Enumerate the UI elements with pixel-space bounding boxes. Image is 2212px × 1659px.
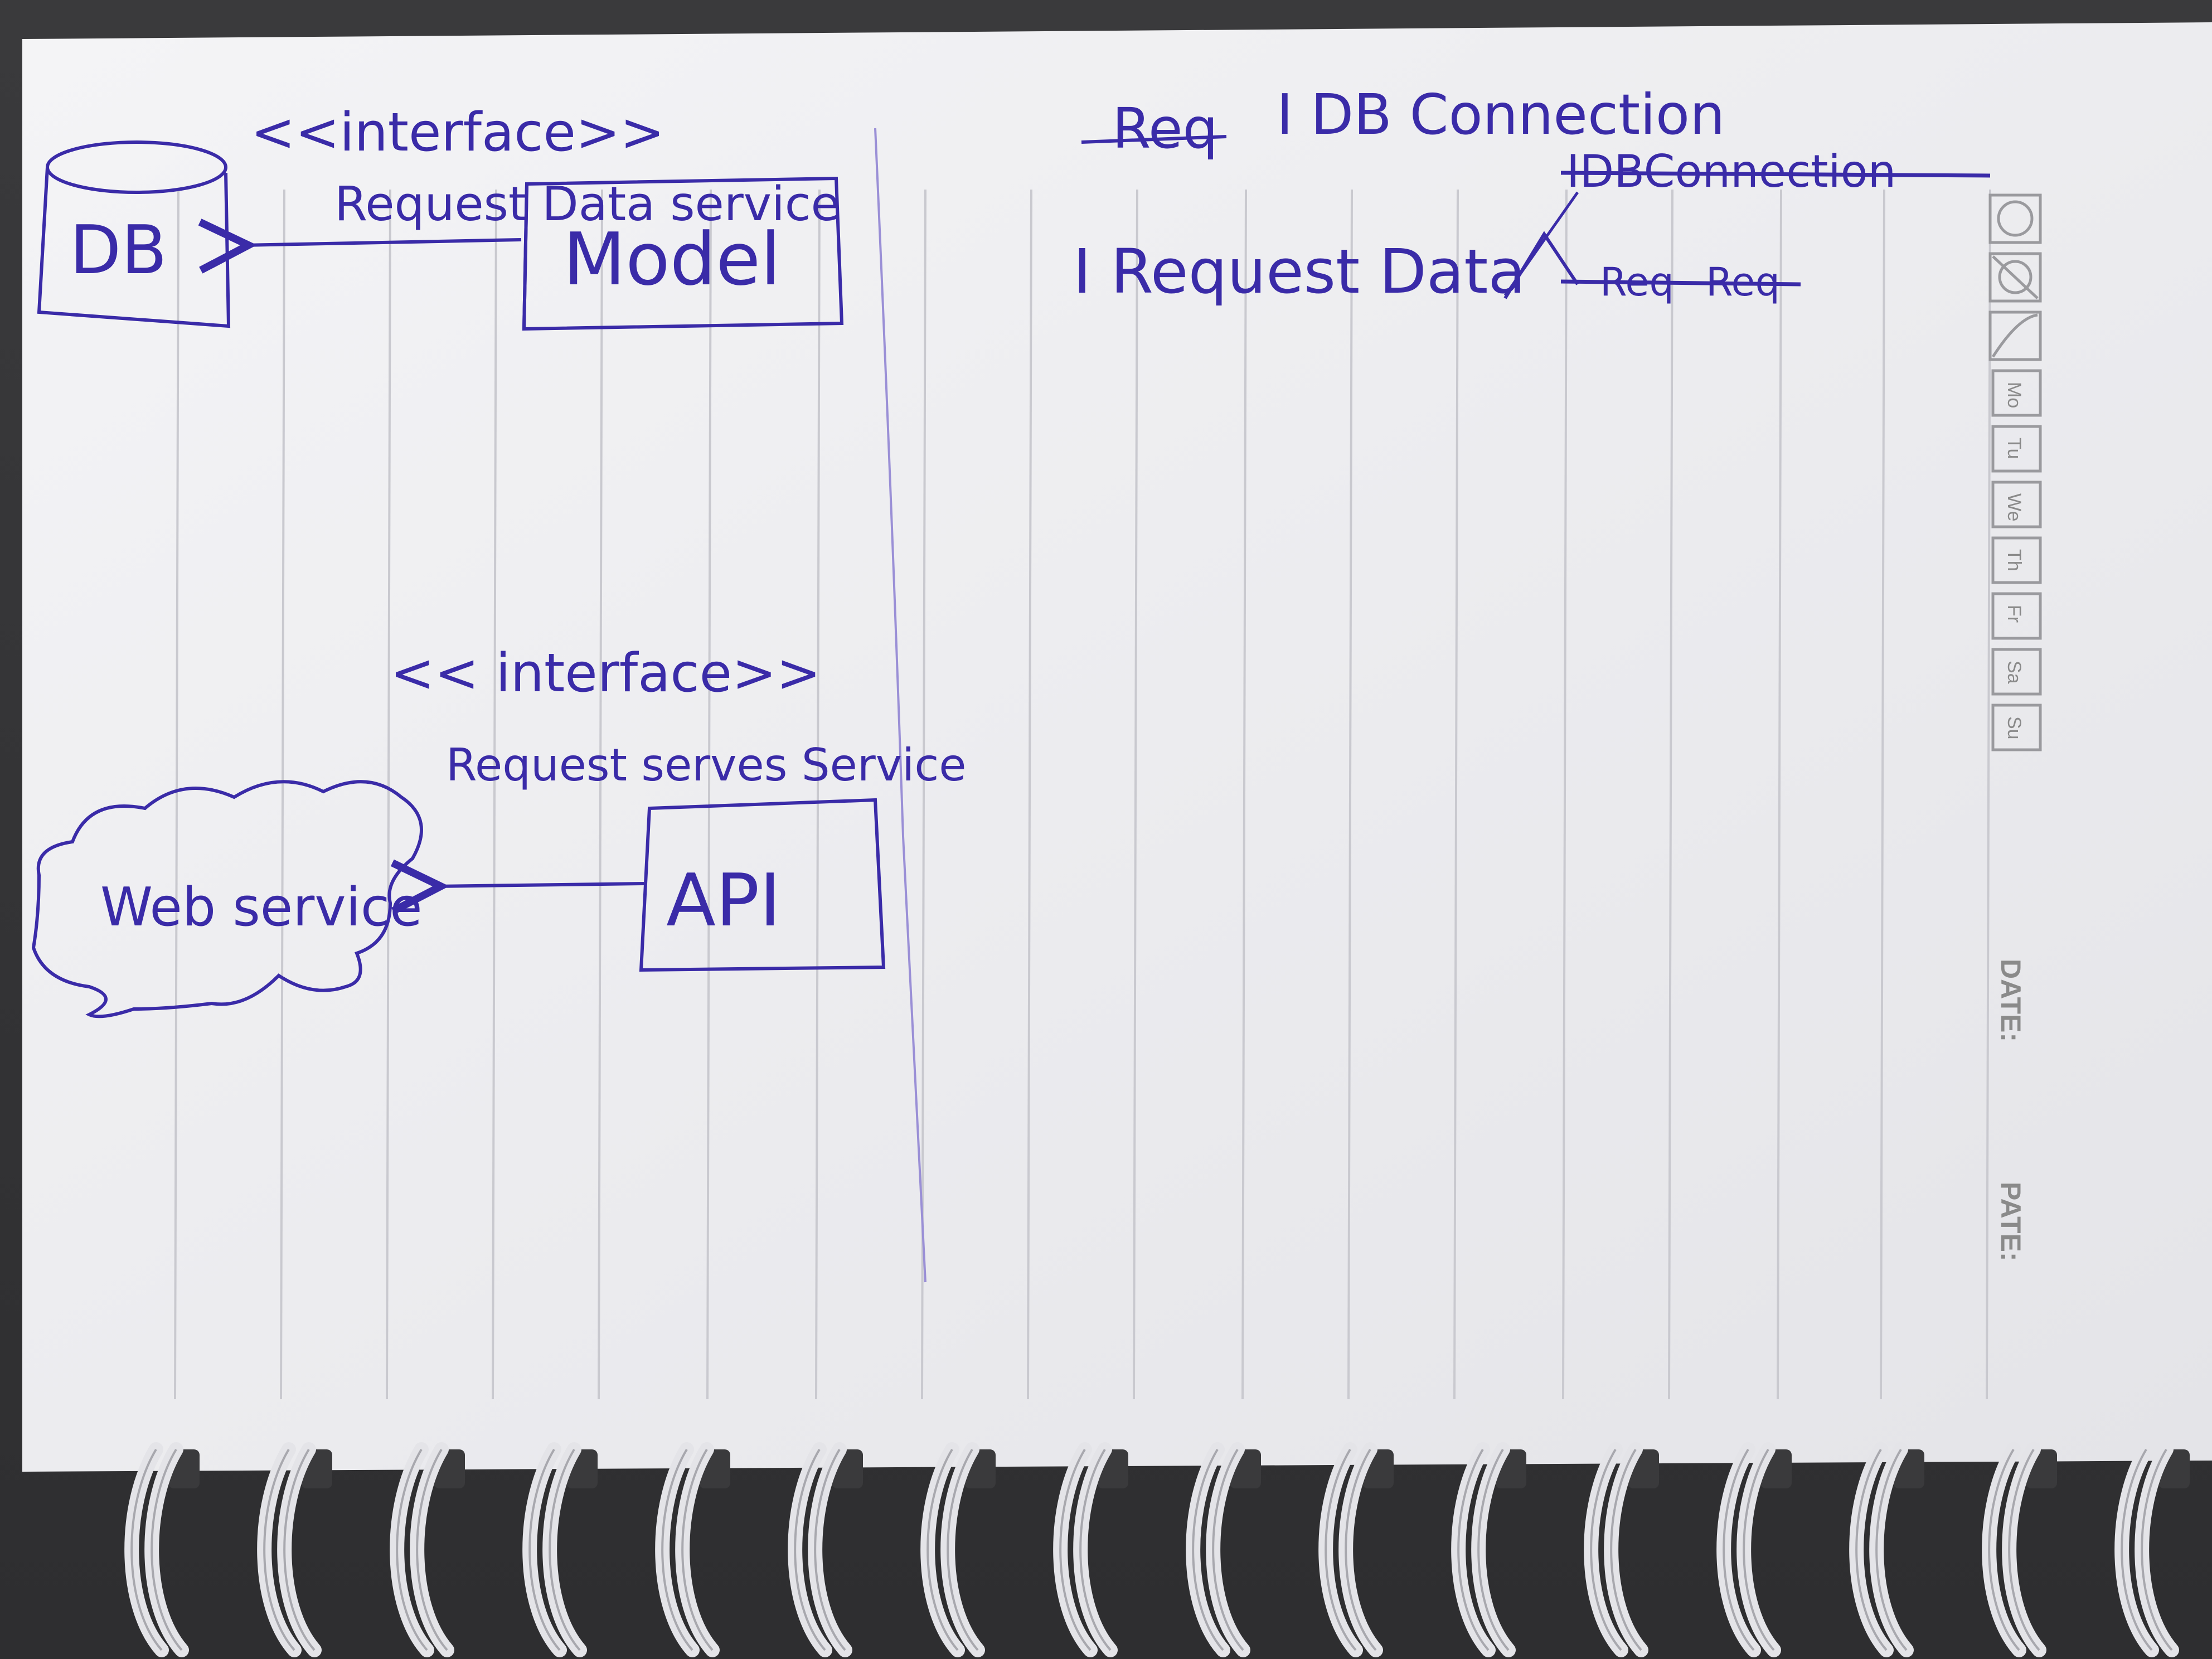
sidebar-checkboxes	[1988, 193, 2042, 361]
day-box	[1991, 369, 2042, 417]
paper-sheet	[22, 22, 2212, 1472]
note-irequest-data: I Request Data	[1073, 236, 1526, 307]
ruled-line	[1133, 189, 1138, 1400]
ruled-line	[1027, 189, 1032, 1400]
ruled-line	[1347, 189, 1353, 1400]
note-struck-req: Req	[1112, 96, 1218, 161]
day-label: Sa	[2004, 661, 2025, 684]
spiral-ring	[2114, 1442, 2190, 1657]
day-box	[1991, 481, 2042, 528]
model-to-db-arrow	[242, 240, 522, 245]
day-box	[1991, 648, 2042, 696]
day-label: Tu	[2004, 438, 2025, 459]
date-label-1: DATE:	[1995, 959, 2026, 1042]
margin-line	[874, 128, 926, 1283]
spiral-ring	[1982, 1442, 2057, 1657]
ruled-line	[815, 189, 821, 1400]
model-label: Model	[563, 217, 780, 302]
spiral-ring	[1053, 1442, 1128, 1657]
day-box	[1991, 425, 2042, 473]
ruled-line	[1241, 189, 1247, 1400]
ruled-line	[1562, 189, 1568, 1400]
ruled-line	[174, 189, 180, 1400]
day-label: We	[2004, 493, 2025, 521]
api-node	[639, 798, 886, 972]
ruled-line	[706, 189, 712, 1400]
strike-2	[1560, 171, 1991, 178]
spiral-ring	[788, 1442, 863, 1657]
ruled-lines	[174, 189, 1991, 1400]
ruled-line	[1880, 189, 1885, 1400]
spiral-ring	[1451, 1442, 1526, 1657]
day-box	[1991, 536, 2042, 584]
strike-3	[1560, 279, 1801, 287]
day-label: Fr	[2004, 605, 2025, 623]
spiral-ring	[1849, 1442, 1924, 1657]
triangle-strike	[1503, 191, 1579, 297]
db-label: DB	[70, 212, 167, 289]
spiral-ring	[124, 1442, 200, 1657]
spiral-ring	[920, 1442, 996, 1657]
top-stereotype: <<interface>>	[251, 102, 664, 163]
spiral-ring	[390, 1442, 465, 1657]
note-idb-connection: I DB Connection	[1277, 82, 1725, 147]
day-box	[1991, 592, 2042, 640]
ruled-line	[1453, 189, 1459, 1400]
top-arrow-label: Request Data service	[334, 177, 840, 232]
api-label: API	[666, 858, 781, 943]
spiral-ring	[1716, 1442, 1792, 1657]
ruled-line	[921, 189, 926, 1400]
ruled-line	[598, 189, 603, 1400]
ruled-line	[280, 189, 285, 1400]
ruled-line	[1777, 189, 1782, 1400]
bottom-stereotype: << interface>>	[390, 643, 821, 704]
spiral-ring	[1584, 1442, 1659, 1657]
day-label: Mo	[2004, 382, 2025, 408]
spiral-ring	[1186, 1442, 1261, 1657]
bottom-arrow-label: Request serves Service	[446, 739, 967, 791]
ruled-line	[386, 189, 391, 1400]
day-box	[1991, 704, 2042, 751]
web-service-label: Web service	[100, 877, 423, 938]
web-service-cloud	[31, 780, 423, 1018]
ruled-line	[492, 189, 497, 1400]
ruled-line	[1986, 189, 1991, 1400]
day-label: Su	[2004, 716, 2025, 740]
model-node	[522, 176, 844, 331]
ruled-line	[1668, 189, 1673, 1400]
spiral-ring	[522, 1442, 598, 1657]
spiral-binding	[124, 1442, 2190, 1657]
spiral-ring	[655, 1442, 730, 1657]
day-label: Th	[2004, 549, 2025, 571]
spiral-ring	[1318, 1442, 1394, 1657]
spiral-ring	[257, 1442, 332, 1657]
strike-1	[1081, 135, 1227, 144]
date-label-2: PATE:	[1995, 1182, 2026, 1262]
api-to-web-service-arrow	[435, 884, 644, 886]
